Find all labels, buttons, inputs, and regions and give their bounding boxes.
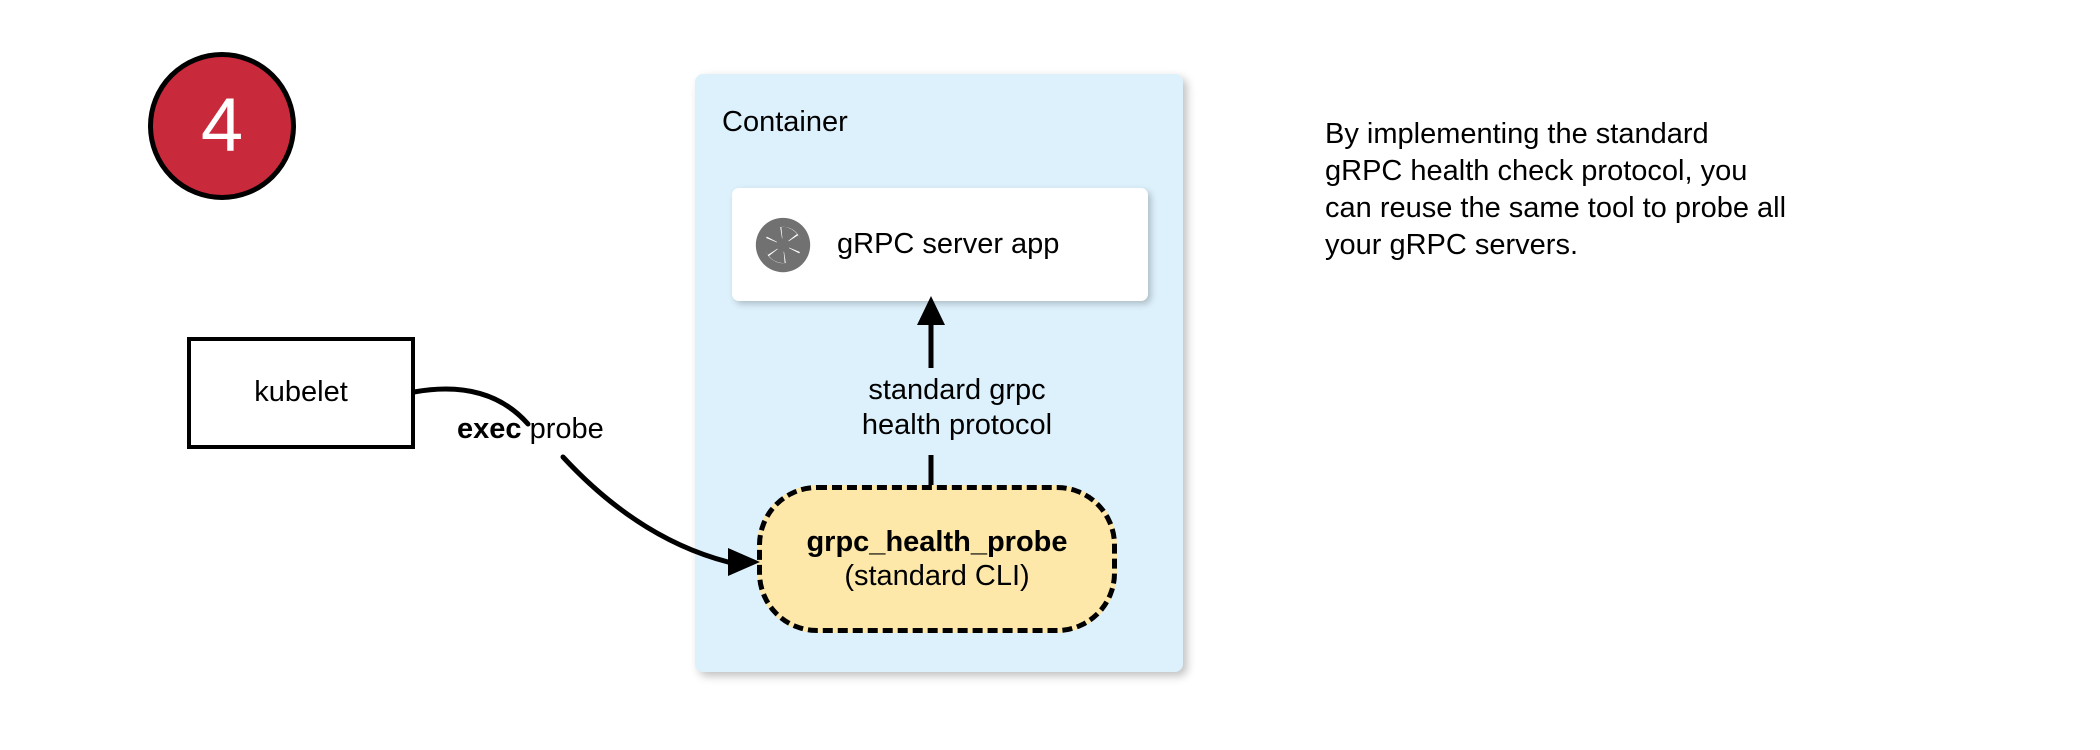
grpc-health-probe-title: grpc_health_probe [806,525,1068,558]
grpc-health-probe-node: grpc_health_probe (standard CLI) [757,485,1117,633]
health-protocol-line-2: health protocol [861,409,1053,442]
health-protocol-edge-label: standard grpc health protocol [842,373,1072,444]
caption-line-4: your gRPC servers. [1325,229,1579,262]
grpc-health-probe-subtitle: (standard CLI) [844,560,1030,592]
grpc-server-app-card: gRPC server app [732,188,1148,301]
caption-text: By implementing the standard gRPC health… [1325,116,1925,264]
exec-probe-rest-text: probe [521,413,604,445]
caption-line-3: can reuse the same tool to probe all [1325,192,1787,225]
grpc-aperture-icon [755,217,811,272]
caption-line-2: gRPC health check protocol, you [1325,155,1748,188]
exec-probe-bold-text: exec [457,413,522,445]
grpc-server-app-label: gRPC server app [837,227,1060,260]
container-label: Container [722,106,848,138]
step-number-label: 4 [200,83,244,168]
caption-line-1: By implementing the standard [1325,118,1709,150]
exec-probe-edge-label: exec probe [457,413,604,446]
step-number-badge: 4 [148,52,296,200]
health-protocol-line-1: standard grpc [868,374,1046,406]
kubelet-label: kubelet [254,376,348,409]
kubelet-box: kubelet [187,337,415,449]
